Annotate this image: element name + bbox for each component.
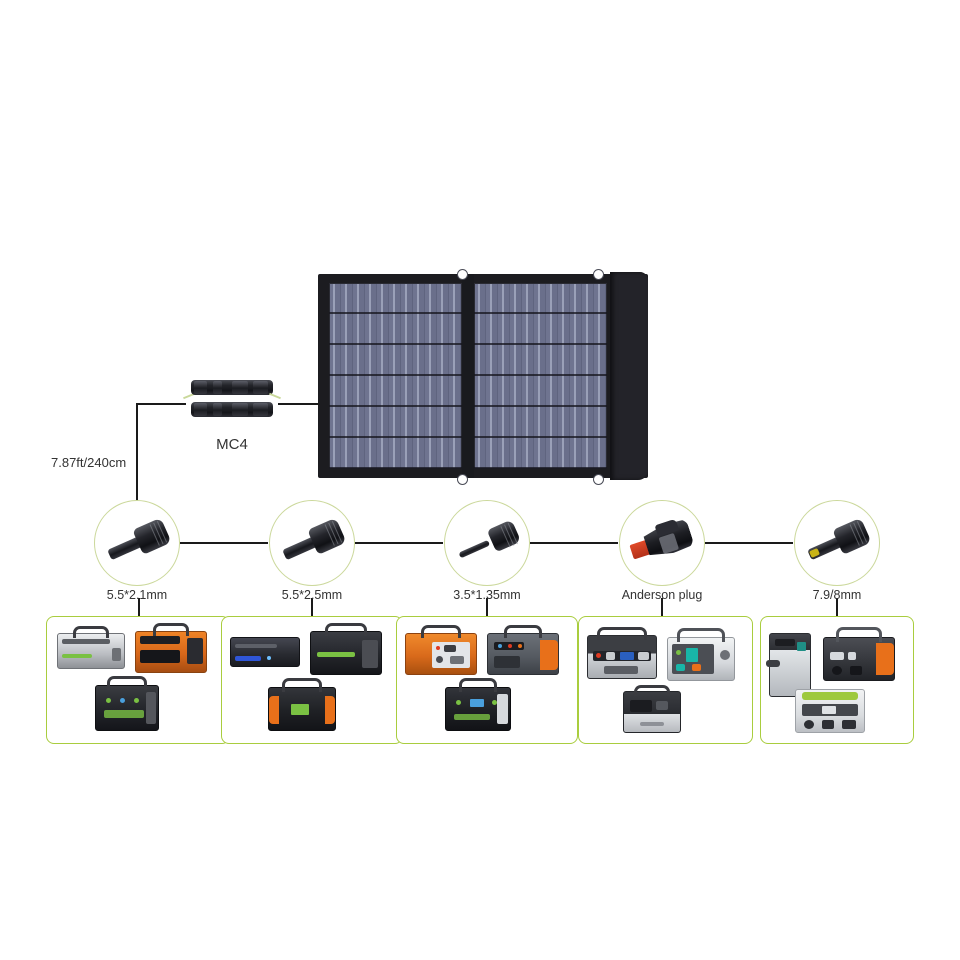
connector-node-1[interactable]: 5.5*2.1mm xyxy=(94,500,180,602)
connector-label-4: Anderson plug xyxy=(621,588,703,602)
connector-label-2: 5.5*2.5mm xyxy=(281,588,343,602)
stub-to-group-4 xyxy=(661,598,663,616)
mc4-label: MC4 xyxy=(216,436,248,453)
stub-to-group-1 xyxy=(138,598,140,616)
product-group-1[interactable] xyxy=(46,616,230,744)
mc4-connector-lower xyxy=(191,402,273,417)
device-thumb xyxy=(230,637,300,667)
product-group-2[interactable] xyxy=(221,616,403,744)
mc4-connector-upper xyxy=(191,380,273,395)
connector-node-4[interactable]: Anderson plug xyxy=(619,500,705,602)
mc4-lead-icon xyxy=(269,392,281,400)
device-thumb xyxy=(405,625,477,675)
panel-cell-section-right xyxy=(474,283,607,469)
device-thumb xyxy=(310,623,382,675)
product-group-3[interactable] xyxy=(396,616,578,744)
grommet-icon xyxy=(593,474,604,485)
wire-c4-to-c5 xyxy=(705,542,793,544)
device-thumb xyxy=(135,623,207,673)
device-thumb xyxy=(667,628,735,681)
wire-c3-to-c4 xyxy=(530,542,618,544)
connector-node-5[interactable]: 7.9/8mm xyxy=(794,500,880,602)
device-thumb xyxy=(623,685,681,733)
wire-vertical-drop xyxy=(136,403,138,543)
connector-label-5: 7.9/8mm xyxy=(812,588,862,602)
stub-to-group-3 xyxy=(486,598,488,616)
connector-label-1: 5.5*2.1mm xyxy=(106,588,168,602)
device-thumb xyxy=(487,625,559,675)
mc4-connector-pair xyxy=(183,379,281,424)
device-thumb xyxy=(795,689,865,733)
wire-c1-to-c2 xyxy=(180,542,268,544)
connector-label-3: 3.5*1.35mm xyxy=(453,588,521,602)
panel-cell-section-left xyxy=(329,283,462,469)
wire-c2-to-c3 xyxy=(355,542,443,544)
device-thumb xyxy=(268,678,336,731)
stub-to-group-2 xyxy=(311,598,313,616)
cable-length-label: 7.87ft/240cm xyxy=(51,455,127,470)
connector-node-2[interactable]: 5.5*2.5mm xyxy=(269,500,355,602)
product-group-4[interactable] xyxy=(578,616,753,744)
stub-to-group-5 xyxy=(836,598,838,616)
device-thumb xyxy=(823,627,895,681)
device-thumb xyxy=(766,633,811,697)
device-thumb xyxy=(57,626,125,669)
panel-fold-seam xyxy=(462,274,474,478)
panel-back-flap xyxy=(610,272,648,480)
wire-mc4-to-corner xyxy=(136,403,186,405)
device-thumb xyxy=(445,678,511,731)
device-thumb xyxy=(587,627,657,679)
solar-panel xyxy=(318,269,648,485)
device-thumb xyxy=(95,676,159,731)
grommet-icon xyxy=(457,269,468,280)
connector-node-3[interactable]: 3.5*1.35mm xyxy=(444,500,530,602)
grommet-icon xyxy=(457,474,468,485)
product-group-5[interactable] xyxy=(760,616,914,744)
grommet-icon xyxy=(593,269,604,280)
wire-panel-to-mc4 xyxy=(278,403,320,405)
